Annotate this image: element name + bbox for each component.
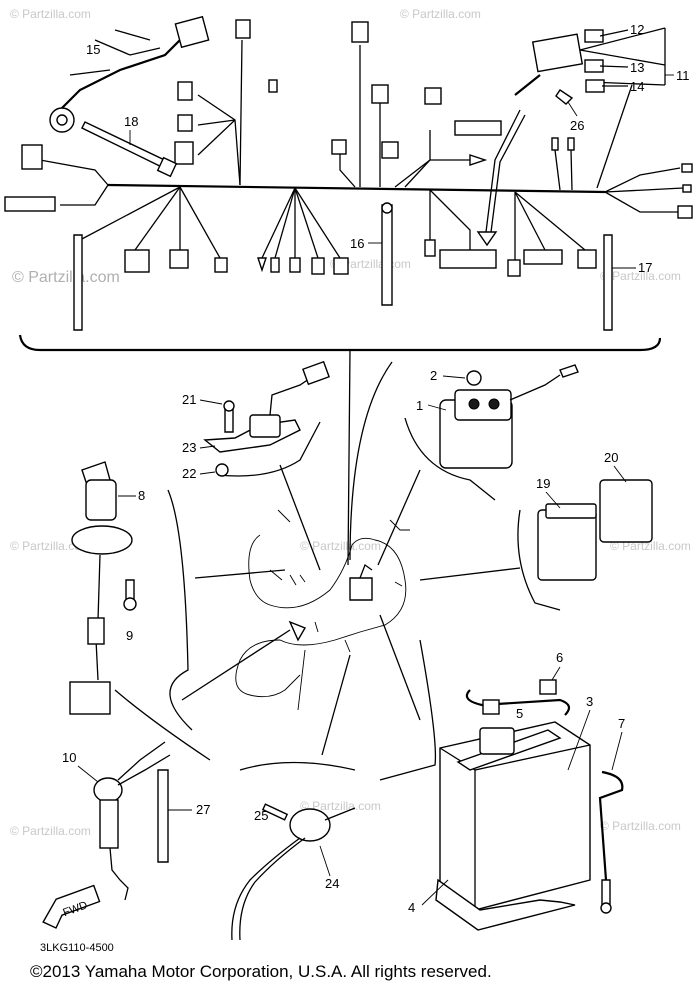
callout-26: 26 [570,118,584,133]
connector [577,249,597,269]
callout-3: 3 [586,694,593,709]
watermark: © Partzilla.com [300,799,381,813]
connector [677,205,693,219]
arrow [469,154,488,166]
callout-10: 10 [62,750,76,765]
part-19-relay: 19 [536,476,597,581]
watermark: © Partzilla.com [10,539,91,553]
part-27-band: 27 [157,769,210,863]
connector [424,239,436,257]
connector [257,257,267,273]
connector [331,139,347,155]
callout-16: 16 [350,236,364,251]
connector [124,249,150,273]
group-bracket [18,334,662,352]
part-20-relay: 20 [599,450,653,543]
callout-21: 21 [182,392,196,407]
callout-2: 2 [430,368,437,383]
connector [177,114,193,132]
part-4-battery: 4 [408,721,591,931]
part-16-band: 16 [350,202,393,306]
callout-25: 25 [254,808,268,823]
part-23-bracket: 21 23 22 [182,360,330,481]
callout-6: 6 [556,650,563,665]
part-3-battery-terminal: 3 [567,694,593,771]
connector [169,249,189,269]
connector [507,259,521,277]
watermark: © Partzilla.com [600,819,681,833]
copyright-footer: ©2013 Yamaha Motor Corporation, U.S.A. A… [30,962,492,981]
callout-4: 4 [408,900,415,915]
callout-8: 8 [138,488,145,503]
callout-24: 24 [325,876,339,891]
callout-17: 17 [638,260,652,275]
callout-9: 9 [126,628,133,643]
watermark: © Partzilla.com [400,7,481,21]
arrow [476,231,498,247]
multi-connector [523,249,563,265]
connector [289,257,301,273]
part-7-ground-lead: 7 [598,716,625,914]
watermark: © Partzilla.com [10,824,91,838]
part-code: 3LKG110-4500 [40,942,114,954]
connector [177,81,193,101]
callout-7: 7 [618,716,625,731]
multi-connector [4,196,56,212]
callout-23: 23 [182,440,196,455]
part-6-battery-lead: 6 [465,650,571,716]
connector [311,257,325,275]
watermark: © Partzilla.com [300,539,381,553]
band [73,234,83,331]
wire-harness [4,19,693,277]
part-1-starter-relay: 1 2 [416,364,579,469]
multi-connector [454,120,502,136]
part-10-switch: 10 [62,741,171,901]
part-8-main-switch: 8 9 [69,461,145,715]
connector [174,141,194,165]
part-5-battery-band: 5 [456,706,562,771]
connector [21,144,43,170]
callout-1: 1 [416,398,423,413]
part-18-cable-tie: 18 [81,114,178,178]
part-15-switch-lead: 15 [49,15,210,133]
fwd-arrow: FWD [42,884,101,929]
watermarks: © Partzilla.com © Partzilla.com © Partzi… [10,7,691,838]
connector [351,21,369,43]
connector [681,163,693,173]
connector [551,137,559,151]
connector [682,184,692,193]
callout-27: 27 [196,802,210,817]
watermark: © Partzilla.com [600,269,681,283]
callout-14: 14 [630,79,644,94]
connector [567,137,575,151]
callout-20: 20 [604,450,618,465]
callout-11: 11 [676,68,690,83]
part-17-band: 17 [603,234,652,331]
callout-18: 18 [124,114,138,129]
watermark: © Partzilla.com [10,7,91,21]
watermark-main: © Partzilla.com [12,269,120,286]
connector [214,257,228,273]
part-24-sensor: 25 24 [231,803,356,941]
connector [268,79,278,93]
callout-13: 13 [630,60,644,75]
frame-outline [114,349,561,781]
connector [235,19,251,39]
connector [424,87,442,105]
callout-15: 15 [86,42,100,57]
connector [381,141,399,159]
callout-12: 12 [630,22,644,37]
part-11-fuse-box: 12 13 14 11 26 [514,22,690,189]
connector [270,257,280,273]
connector [371,84,389,104]
connector [333,257,349,275]
callout-19: 19 [536,476,550,491]
fuse-14 [585,79,605,93]
fuse-block-connector [439,249,497,269]
callout-5: 5 [516,706,523,721]
callout-22: 22 [182,466,196,481]
